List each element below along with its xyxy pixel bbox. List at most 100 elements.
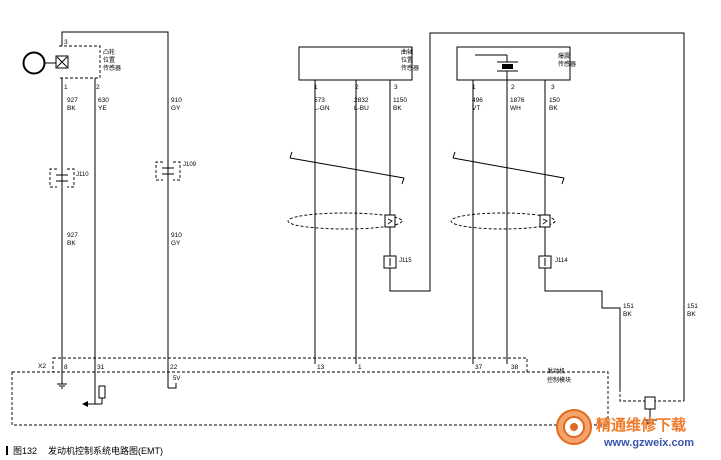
wire-label-2832: 2832 (354, 97, 369, 104)
knock-pin-1: 1 (472, 84, 476, 91)
svg-text:J110: J110 (76, 172, 89, 178)
knock-shield-drain-icon (539, 214, 551, 228)
wire-label-496: 496 (472, 97, 483, 104)
figure-number: 图132 (13, 446, 37, 456)
crankshaft-sensor: 曲轴 位置 传感器 1 2 3 (298, 46, 419, 91)
junction-j110: J110 (49, 168, 89, 188)
reference-5v-icon: 5V (168, 376, 180, 389)
svg-text:YE: YE (98, 105, 107, 112)
knock-sensor-label-2: 传感器 (558, 60, 576, 68)
svg-text:WH: WH (510, 105, 521, 112)
knock-pin-2: 2 (511, 84, 515, 91)
camshaft-pin-1: 1 (64, 84, 68, 91)
knock-twist-line (452, 157, 565, 179)
wire-label-910-lower: 910 (171, 232, 182, 239)
crankshaft-pin-2: 2 (355, 84, 359, 91)
ground-splice-outline (619, 389, 684, 402)
figure-title: 发动机控制系统电路图(EMT) (48, 445, 163, 456)
svg-text:GY: GY (171, 240, 181, 247)
crank-shield-ellipse (287, 212, 403, 230)
ecm-pin-37: 37 (475, 364, 483, 371)
svg-text:VT: VT (472, 105, 480, 112)
crankshaft-pin-3: 3 (394, 84, 398, 91)
junction-j109: J109 (155, 161, 197, 181)
svg-text:J109: J109 (183, 162, 197, 168)
signal-input-arrow-icon (82, 385, 106, 407)
svg-text:BK: BK (549, 105, 558, 112)
wire-label-1150: 1150 (393, 97, 407, 104)
knock-sensor-label-1: 爆震 (558, 52, 570, 60)
camshaft-pin-3: 3 (64, 39, 68, 46)
crankshaft-sensor-label-1: 曲轴 (401, 48, 413, 56)
watermark: 精通维修下载 www.gzweix.com (556, 409, 694, 449)
camshaft-sensor-label-3: 传感器 (103, 64, 121, 72)
ecm-pin-22: 22 (170, 364, 178, 371)
crankshaft-sensor-label-3: 传感器 (401, 64, 419, 72)
ground-icon (57, 380, 67, 389)
crank-shield-drain-icon (384, 214, 396, 228)
wire-label-630: 630 (98, 97, 109, 104)
crankshaft-sensor-box (298, 46, 413, 81)
ecm-label-1: 发动机 (547, 367, 565, 375)
wire-label-1876: 1876 (510, 97, 525, 104)
knock-pin-3: 3 (551, 84, 555, 91)
engine-control-module: X2 8 31 22 13 1 37 38 发动机 控制模块 5V (11, 357, 609, 426)
wire-label-150: 150 (549, 97, 560, 104)
wire-label-573: 573 (314, 97, 325, 104)
camshaft-target-wheel-icon (22, 51, 46, 75)
camshaft-pin-2: 2 (96, 84, 100, 91)
ecm-connector-x2 (52, 357, 528, 373)
knock-sensor-piezo-icon (502, 64, 513, 69)
figure-caption: 图132 发动机控制系统电路图(EMT) (6, 445, 163, 456)
svg-text:L-GN: L-GN (314, 105, 330, 112)
crankshaft-pin-1: 1 (314, 84, 318, 91)
ecm-pin-13: 13 (317, 364, 325, 371)
knock-sensor-box (456, 46, 571, 81)
wire-label-151-left: 151 (623, 303, 634, 310)
watermark-url: www.gzweix.com (603, 437, 694, 449)
wiring (61, 31, 685, 420)
knock-shield-ellipse (450, 212, 556, 230)
ecm-pin-1: 1 (358, 364, 362, 371)
junction-connectors: J110 J109 J115 J114 (49, 161, 568, 269)
svg-text:L-BU: L-BU (354, 105, 369, 112)
wire-labels: 927 BK 630 YE 910 GY 573 L-GN 2832 L-BU … (67, 97, 698, 318)
wire-label-927-lower: 927 (67, 232, 78, 239)
ecm-pin-8: 8 (64, 364, 68, 371)
shield-markers (287, 151, 565, 230)
junction-j114: J114 (538, 255, 568, 269)
ecm-pin-38: 38 (511, 364, 519, 371)
wire-150 (544, 80, 621, 389)
ecm-label-2: 控制模块 (547, 376, 571, 384)
wire-910 (61, 31, 169, 388)
svg-text:BK: BK (393, 105, 402, 112)
svg-text:BK: BK (623, 311, 632, 318)
reference-5v-label: 5V (173, 376, 180, 382)
camshaft-sensor-outline (59, 45, 101, 79)
crank-twist-line (289, 157, 405, 179)
svg-text:GY: GY (171, 105, 181, 112)
wire-1150 (389, 32, 685, 389)
junction-j115: J115 (383, 255, 412, 269)
camshaft-sensor-label-1: 凸轮 (103, 48, 115, 56)
wire-label-151-right: 151 (687, 303, 698, 310)
svg-text:J114: J114 (555, 258, 568, 264)
wire-label-927: 927 (67, 97, 78, 104)
watermark-logo-icon (556, 409, 592, 445)
camshaft-sensor-label-2: 位置 (103, 56, 115, 64)
svg-text:J115: J115 (399, 258, 412, 264)
watermark-brand: 精通维修下载 (596, 416, 686, 434)
chassis-ground-icon (643, 419, 657, 427)
knock-sensor: 爆震 传感器 1 2 3 (456, 46, 576, 91)
ground-splice-box (644, 396, 656, 410)
ecm-connector-label: X2 (38, 363, 46, 370)
svg-text:BK: BK (67, 240, 76, 247)
ground-splice (619, 389, 684, 427)
crankshaft-sensor-label-2: 位置 (401, 56, 413, 64)
camshaft-sensor: 凸轮 位置 传感器 3 1 2 (22, 39, 121, 91)
svg-text:BK: BK (687, 311, 696, 318)
wire-label-910: 910 (171, 97, 182, 104)
ecm-pin-31: 31 (97, 364, 105, 371)
svg-text:BK: BK (67, 105, 76, 112)
